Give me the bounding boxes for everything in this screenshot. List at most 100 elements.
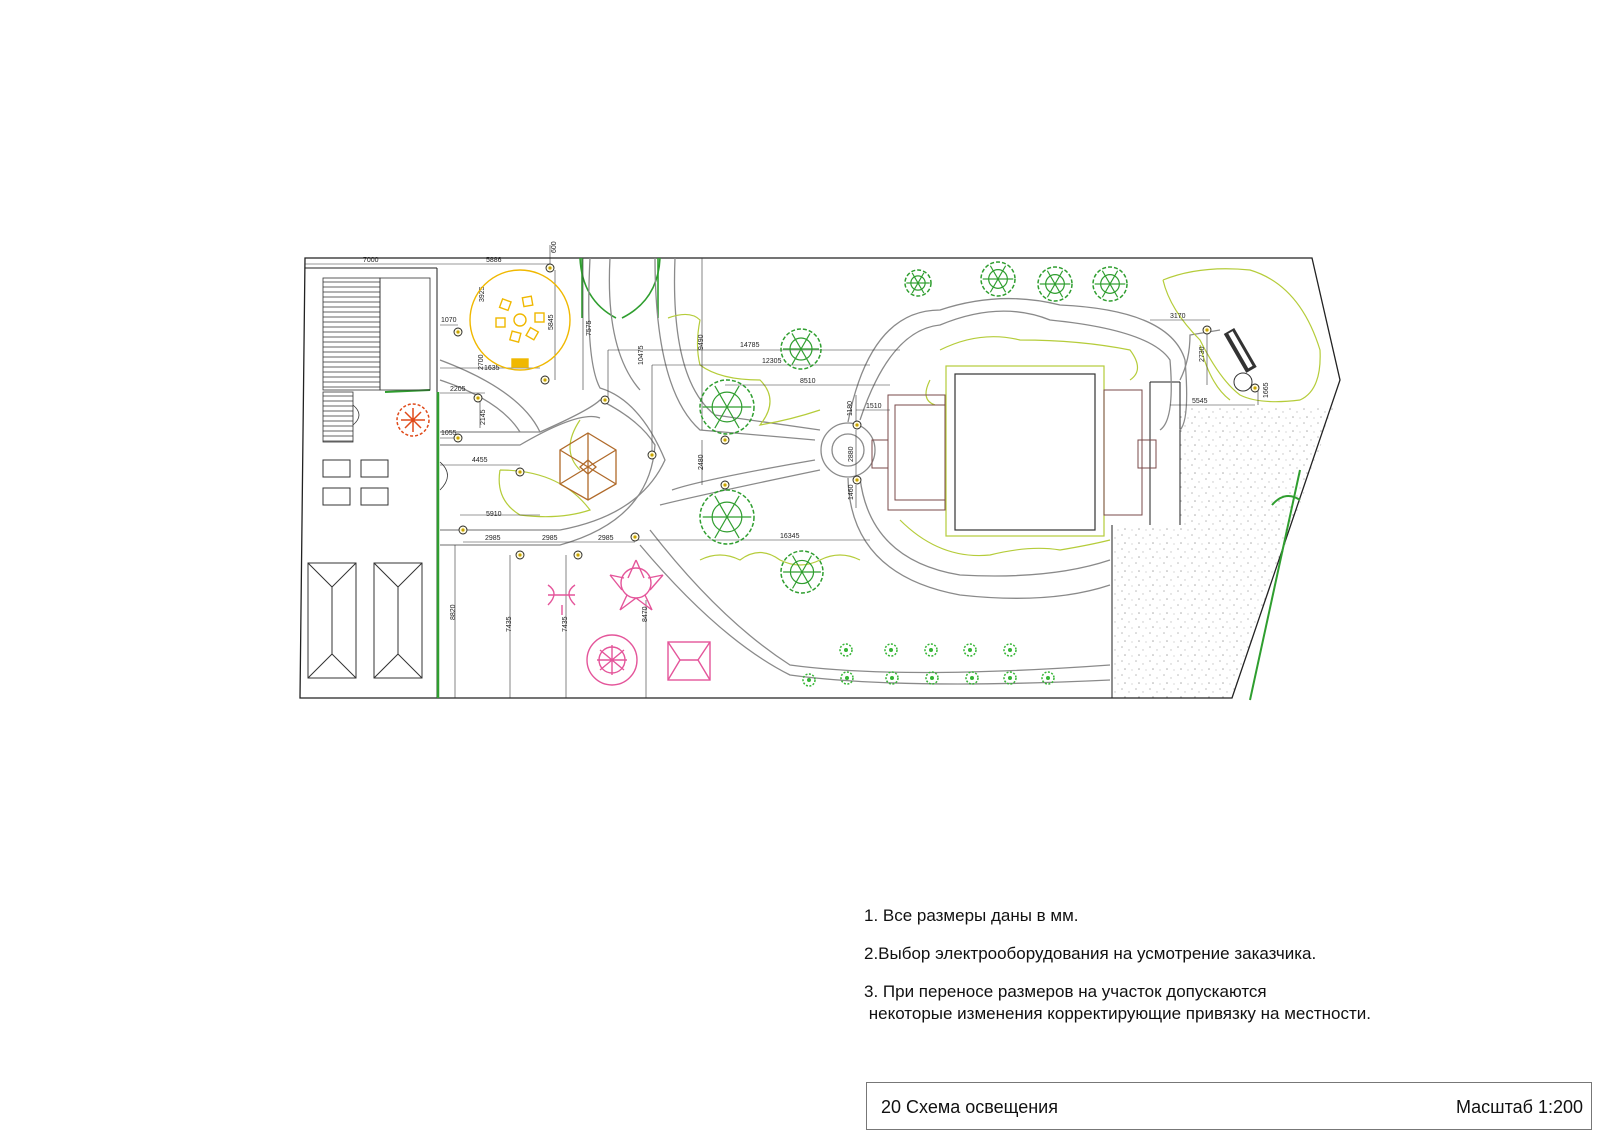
dimension-lines: [305, 245, 1259, 698]
pool-house: [871, 365, 1157, 537]
dim-label: 1665: [1263, 382, 1270, 398]
lamp-icon: [540, 375, 550, 385]
gazebo-icon: [559, 432, 617, 501]
drawing-title: 20 Схема освещения: [881, 1097, 1058, 1117]
shrub-icon: [924, 643, 938, 657]
dim-label: 2205: [450, 386, 466, 393]
tree-icon: [396, 403, 430, 437]
lamp-icon: [573, 550, 583, 560]
shrub-icon: [925, 671, 939, 685]
tree-icon: [780, 328, 822, 370]
lawn-edges: [498, 268, 1321, 566]
fire-pit-area: [469, 269, 571, 371]
dim-label: 5910: [486, 511, 502, 518]
structure-lines: [305, 267, 1181, 698]
lamp-icon: [453, 327, 463, 337]
car-icon: [307, 562, 423, 679]
shrub-icon: [839, 643, 853, 657]
gate-arcs: [579, 257, 661, 319]
lamp-icon: [852, 475, 862, 485]
tree-icon: [980, 261, 1016, 297]
dim-label: 14785: [740, 342, 760, 349]
tree-icon: [780, 550, 824, 594]
dim-label: 2730: [1199, 346, 1206, 362]
lamp-icon: [473, 393, 483, 403]
tree-icon: [1037, 266, 1073, 302]
lamp-icon: [545, 263, 555, 273]
shrub-icon: [884, 643, 898, 657]
dim-label: 7575: [586, 320, 593, 336]
dim-label: 4455: [472, 457, 488, 464]
note-1: 1. Все размеры даны в мм.: [864, 906, 1079, 925]
drawing-scale: Масштаб 1:200: [1455, 1097, 1583, 1117]
shrub-icon: [840, 671, 854, 685]
title-block: 20 Схема освещения Масштаб 1:200: [866, 1082, 1592, 1130]
drawing-notes: 1. Все размеры даны в мм. 2.Выбор электр…: [864, 905, 1584, 1041]
stairs-icon: [322, 277, 381, 443]
lamp-icon: [852, 420, 862, 430]
dim-label: 3925: [479, 286, 486, 302]
tree-icon: [699, 379, 755, 435]
dim-label: 5845: [548, 314, 555, 330]
dim-label: 2145: [480, 409, 487, 425]
shrub-icon: [1003, 671, 1017, 685]
dim-label: 2985: [485, 535, 501, 542]
garden-paths: [439, 257, 1221, 685]
lamp-icon: [515, 467, 525, 477]
dim-label: 8470: [642, 606, 649, 622]
dim-label: 7435: [506, 616, 513, 632]
door-arcs: [352, 404, 1301, 701]
tree-icon: [1092, 266, 1128, 302]
playground-equipment: [547, 559, 711, 686]
shrubs: [802, 643, 1055, 687]
dim-label: 1460: [848, 484, 855, 500]
lamp-icon: [600, 395, 610, 405]
note-3: 3. При переносе размеров на участок допу…: [864, 982, 1371, 1023]
shrub-icon: [802, 673, 816, 687]
tree-icon: [904, 269, 932, 297]
lamp-icon: [720, 435, 730, 445]
dimension-labels: 7000 5886 600 3925 1070 5845 7575 10475 …: [363, 241, 1270, 632]
dim-label: 2880: [848, 446, 855, 462]
dim-label: 7000: [363, 257, 379, 264]
note-2: 2.Выбор электрооборудования на усмотрени…: [864, 944, 1317, 963]
lamp-icon: [1250, 383, 1260, 393]
dim-label: 2985: [542, 535, 558, 542]
shrub-icon: [963, 643, 977, 657]
dim-label: 5545: [1192, 398, 1208, 405]
lamp-icon: [458, 525, 468, 535]
dim-label: 2985: [598, 535, 614, 542]
shrub-icon: [1003, 643, 1017, 657]
gravel-area: [1112, 405, 1335, 698]
lamp-icon: [1202, 325, 1212, 335]
dim-label: 1070: [441, 317, 457, 324]
lamps: [453, 263, 1260, 560]
tree-icon: [699, 489, 755, 545]
shrub-icon: [885, 671, 899, 685]
lamp-icon: [453, 433, 463, 443]
lamp-icon: [515, 550, 525, 560]
lamp-icon: [720, 480, 730, 490]
dim-label: 10475: [638, 345, 645, 365]
dim-label: 3170: [1170, 313, 1186, 320]
dim-label: 1635: [484, 365, 500, 372]
bench-icon: [1223, 327, 1257, 392]
shrub-icon: [965, 671, 979, 685]
lamp-icon: [647, 450, 657, 460]
dim-label: 7435: [562, 616, 569, 632]
dim-label: 8820: [450, 604, 457, 620]
dim-label: 600: [551, 241, 558, 253]
dim-label: 1180: [847, 401, 854, 416]
patio-tables: [322, 459, 389, 506]
dim-label: 16345: [780, 533, 800, 540]
dim-label: 9490: [698, 334, 705, 350]
trees: [699, 261, 1128, 594]
dim-label: 1510: [866, 403, 882, 410]
dim-label: 2700: [478, 354, 485, 370]
shrub-icon: [1041, 671, 1055, 685]
dim-label: 1055: [441, 430, 457, 437]
lamp-icon: [630, 532, 640, 542]
dim-label: 2480: [698, 454, 705, 470]
dim-label: 8510: [800, 378, 816, 385]
